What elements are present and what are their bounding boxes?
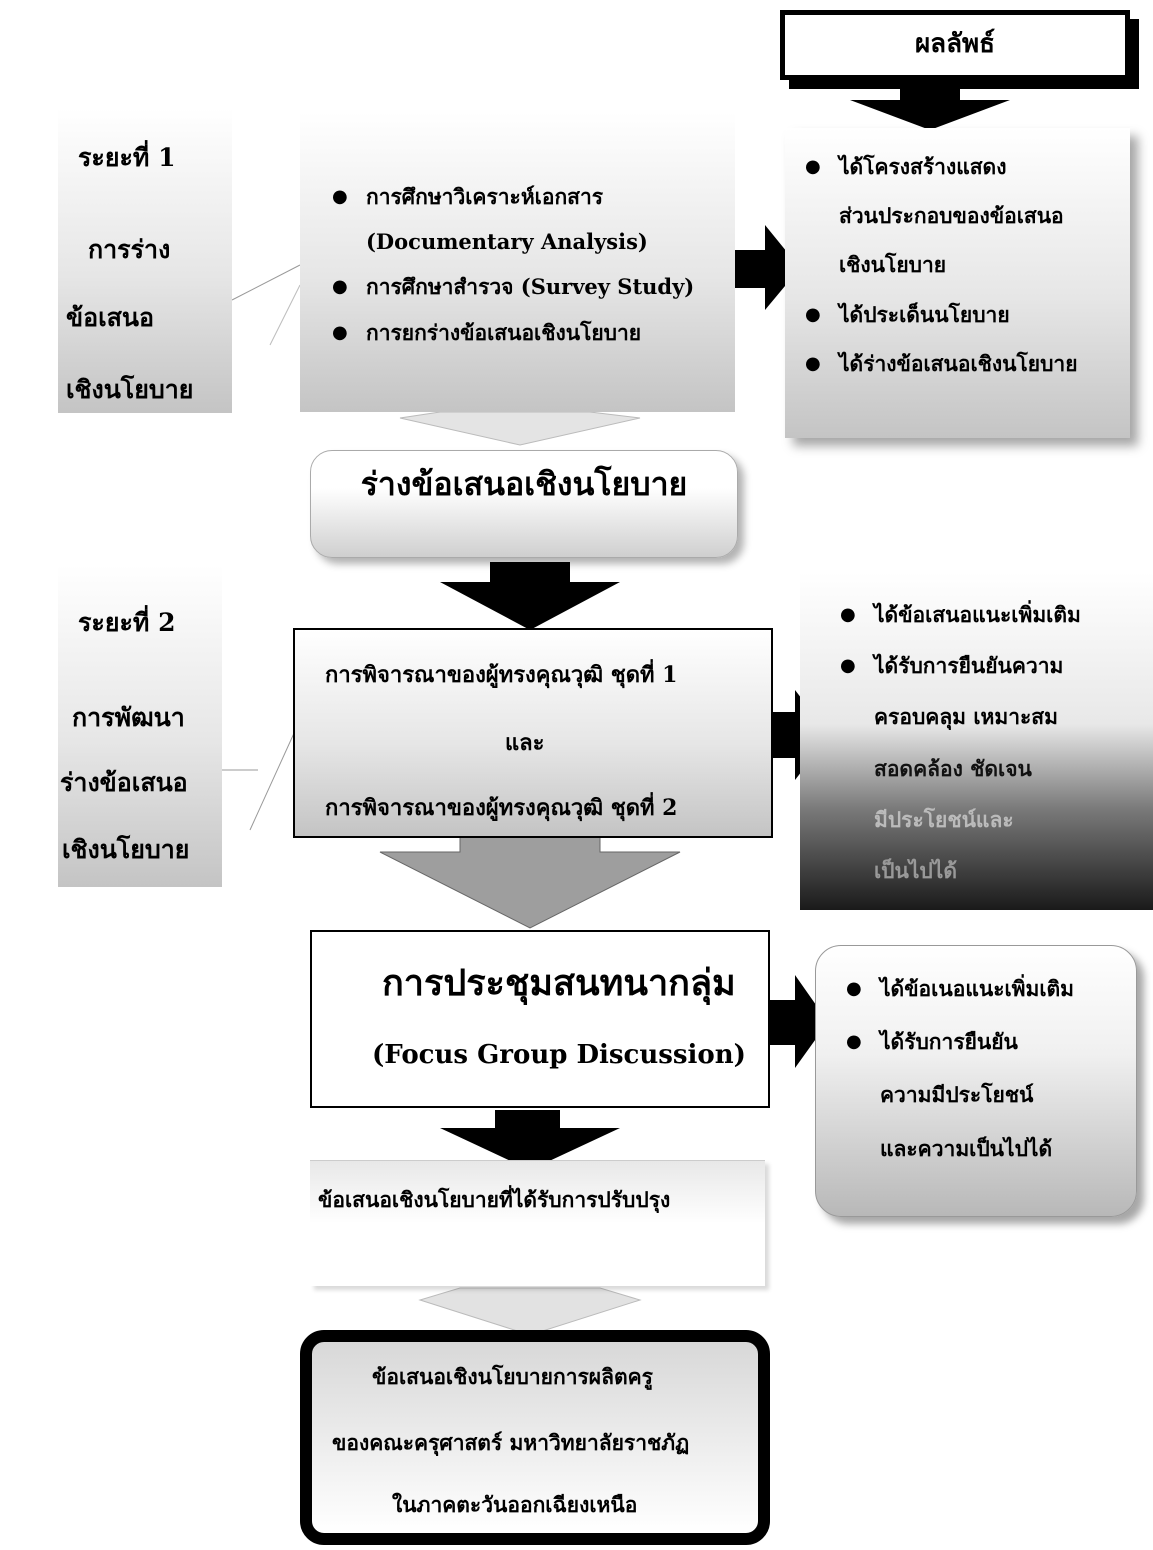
draft-box-text: ร่างข้อเสนอเชิงนโยบาย bbox=[360, 465, 688, 503]
phase1-connector-line bbox=[231, 264, 301, 301]
review-line1: การพิจารณาของผู้ทรงคุณวุฒิ ชุดที่ 1 bbox=[325, 662, 678, 688]
phase2-label-line2: การพัฒนา bbox=[72, 703, 185, 732]
phase2-label-line1: ระยะที่ 2 bbox=[78, 608, 176, 637]
output-item: ได้รับการยืนยันความ bbox=[840, 653, 1081, 678]
activity-item: การยกร่างข้อเสนอเชิงนโยบาย bbox=[332, 320, 694, 345]
output-item: ความมีประโยชน์ bbox=[880, 1082, 1034, 1108]
phase1-right-arrow bbox=[735, 225, 800, 310]
phase1-connector-line2 bbox=[269, 284, 301, 346]
improved-down-arrow bbox=[418, 1287, 642, 1336]
output-item: และความเป็นไปได้ bbox=[880, 1135, 1053, 1161]
phase2-connector-line bbox=[249, 719, 301, 831]
activities-down-arrow bbox=[399, 411, 641, 446]
phase1-label-line4: เชิงนโยบาย bbox=[66, 375, 194, 404]
expert-review-box: การพิจารณาของผู้ทรงคุณวุฒิ ชุดที่ 1 และ … bbox=[293, 628, 773, 838]
final-line1: ข้อเสนอเชิงนโยบายการผลิตครู bbox=[372, 1364, 653, 1389]
output-item: ได้ข้อเนอแนะเพิ่มเติม bbox=[846, 976, 1074, 1001]
focus-subtitle: (Focus Group Discussion) bbox=[372, 1040, 746, 1070]
output-item: ได้ข้อเสนอแนะเพิ่มเติม bbox=[840, 602, 1081, 627]
output-item: ได้โครงสร้างแสดง bbox=[805, 154, 1078, 179]
phase2-label-line3: ร่างข้อเสนอ bbox=[60, 768, 188, 797]
phase2-outputs-list: ได้ข้อเสนอแนะเพิ่มเติม ได้รับการยืนยันคว… bbox=[840, 602, 1081, 883]
phase1-label-box: ระยะที่ 1 การร่าง ข้อเสนอ เชิงนโยบาย bbox=[58, 108, 232, 413]
phase1-label-line2: การร่าง bbox=[88, 235, 171, 264]
output-item: ครอบคลุม เหมาะสม bbox=[874, 704, 1058, 730]
focus-right-arrow bbox=[770, 975, 828, 1068]
phase1-activities-list: การศึกษาวิเคราะห์เอกสาร (Documentary Ana… bbox=[332, 184, 694, 345]
result-header-box: ผลลัพธ์ bbox=[780, 10, 1130, 80]
result-header-text: ผลลัพธ์ bbox=[914, 29, 996, 60]
review-line3: การพิจารณาของผู้ทรงคุณวุฒิ ชุดที่ 2 bbox=[325, 795, 678, 821]
final-line3: ในภาคตะวันออกเฉียงเหนือ bbox=[392, 1492, 638, 1517]
draft-box: ร่างข้อเสนอเชิงนโยบาย bbox=[310, 450, 738, 558]
review-down-arrow bbox=[379, 835, 681, 929]
phase2-outputs-box: ได้ข้อเสนอแนะเพิ่มเติม ได้รับการยืนยันคว… bbox=[800, 572, 1153, 910]
activity-item: (Documentary Analysis) bbox=[366, 229, 648, 255]
output-item: เป็นไปได้ bbox=[874, 857, 957, 883]
phase2-label-line4: เชิงนโยบาย bbox=[62, 835, 190, 864]
focus-outputs-box: ได้ข้อเนอแนะเพิ่มเติม ได้รับการยืนยัน คว… bbox=[815, 945, 1137, 1217]
final-proposal-box: ข้อเสนอเชิงนโยบายการผลิตครู ของคณะครุศาส… bbox=[300, 1330, 770, 1545]
focus-down-arrow bbox=[440, 1110, 620, 1170]
phase1-outputs-box: ได้โครงสร้างแสดง ส่วนประกอบของข้อเสนอ เช… bbox=[785, 128, 1130, 438]
improved-proposal-text: ข้อเสนอเชิงนโยบายที่ได้รับการปรับปรุง bbox=[318, 1187, 671, 1212]
phase2-label-box: ระยะที่ 2 การพัฒนา ร่างข้อเสนอ เชิงนโยบา… bbox=[58, 565, 222, 887]
phase1-label-line3: ข้อเสนอ bbox=[66, 303, 155, 332]
output-item: ได้ร่างข้อเสนอเชิงนโยบาย bbox=[805, 351, 1078, 376]
output-item: ส่วนประกอบของข้อเสนอ bbox=[839, 203, 1064, 229]
output-item: เชิงนโยบาย bbox=[839, 252, 947, 278]
focus-outputs-list: ได้ข้อเนอแนะเพิ่มเติม ได้รับการยืนยัน คว… bbox=[846, 976, 1074, 1161]
activity-item: การศึกษาสำรวจ (Survey Study) bbox=[332, 274, 694, 299]
phase1-outputs-list: ได้โครงสร้างแสดง ส่วนประกอบของข้อเสนอ เช… bbox=[805, 154, 1078, 376]
phase1-label-line1: ระยะที่ 1 bbox=[78, 143, 176, 172]
phase1-activities-box: การศึกษาวิเคราะห์เอกสาร (Documentary Ana… bbox=[300, 112, 735, 412]
activity-item: การศึกษาวิเคราะห์เอกสาร bbox=[332, 184, 694, 209]
output-item: ได้รับการยืนยัน bbox=[846, 1029, 1074, 1054]
header-down-arrow bbox=[850, 80, 1010, 130]
draft-down-arrow bbox=[440, 562, 620, 630]
output-item: ได้ประเด็นนโยบาย bbox=[805, 302, 1078, 327]
final-line2: ของคณะครุศาสตร์ มหาวิทยาลัยราชภัฏ bbox=[332, 1430, 690, 1455]
focus-title: การประชุมสนทนากลุ่ม bbox=[382, 962, 736, 1004]
improved-proposal-box: ข้อเสนอเชิงนโยบายที่ได้รับการปรับปรุง bbox=[310, 1160, 765, 1286]
focus-group-box: การประชุมสนทนากลุ่ม (Focus Group Discuss… bbox=[310, 930, 770, 1108]
output-item: สอดคล้อง ชัดเจน bbox=[874, 755, 1032, 781]
review-line2: และ bbox=[505, 730, 545, 756]
output-item: มีประโยชน์และ bbox=[874, 806, 1014, 832]
